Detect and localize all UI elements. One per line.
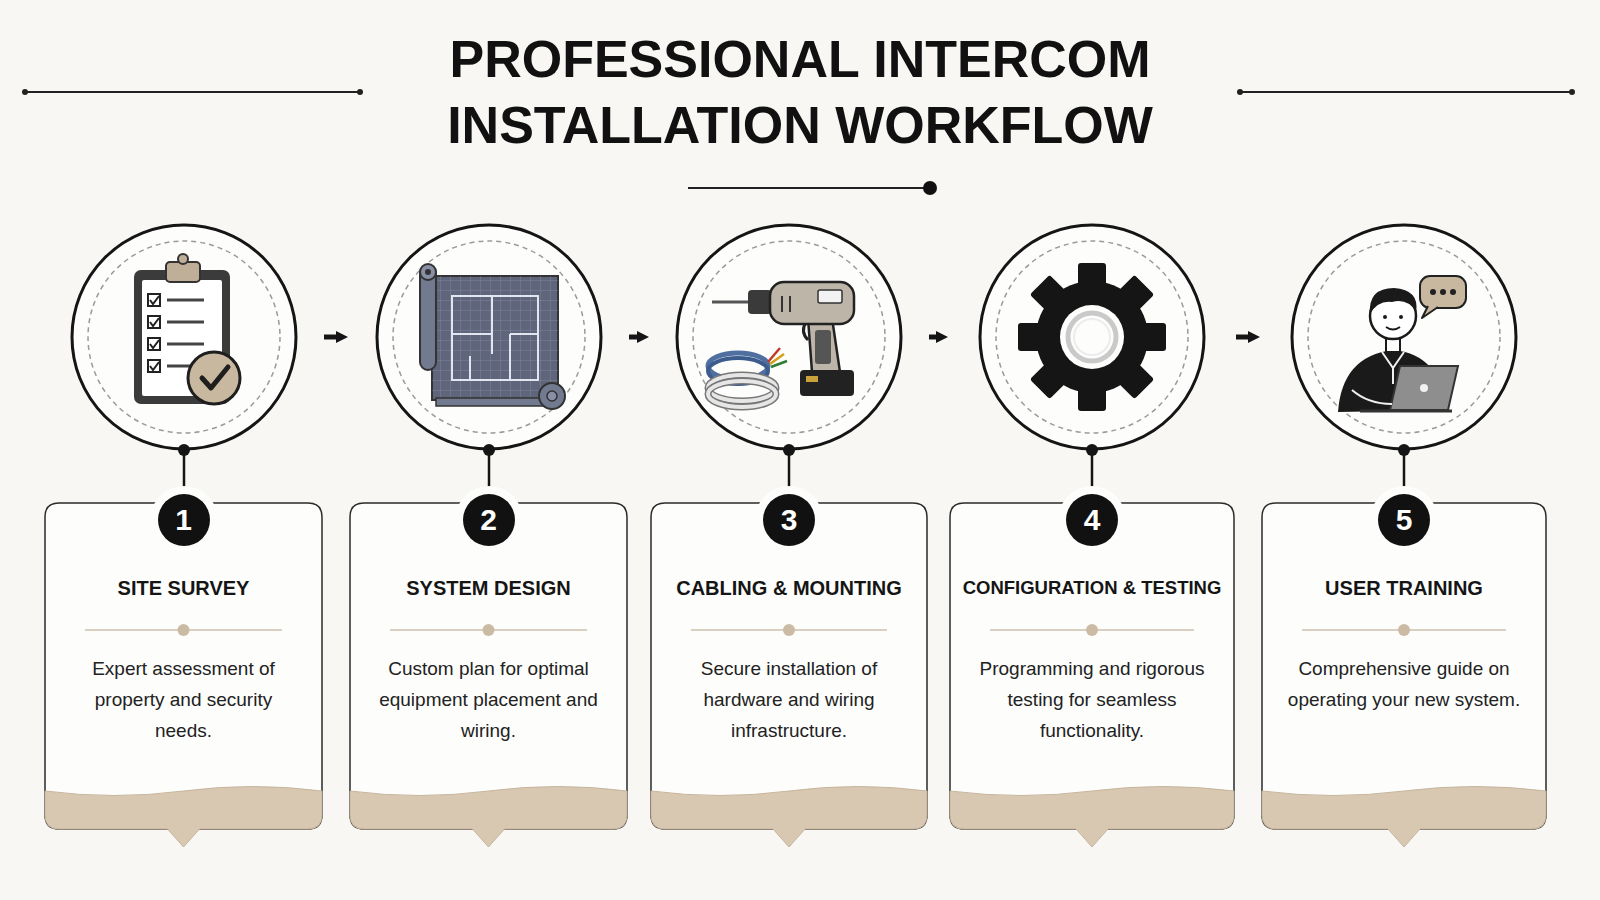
step-number: 1 [158,494,210,546]
flow-arrow [929,335,936,340]
flow-arrow [1236,335,1248,340]
step-card: 3CABLING & MOUNTING Secure installation o… [651,225,927,851]
step-card: 1SITE SURVEY Expert assessment of propert… [45,225,322,851]
step-card: 2SYSTEM DESIGN Custom plan for optimal eq… [350,225,627,851]
cable-coils [708,348,787,407]
step-heading: SYSTEM DESIGN [406,575,570,601]
flow-arrow [324,335,336,340]
step-heading: CONFIGURATION & TESTING [963,575,1222,601]
step-heading: CABLING & MOUNTING [676,575,902,601]
gear-icon [1018,263,1166,411]
flow-arrow [629,335,637,340]
title: PROFESSIONAL INTERCOM INSTALLATION WORKF… [350,26,1250,158]
step-number: 3 [763,494,815,546]
person-icon [1338,276,1466,412]
step-description: Custom plan for optimal equipment placem… [370,653,607,746]
step-number: 5 [1378,494,1430,546]
step-heading: USER TRAINING [1325,575,1483,601]
step-description: Comprehensive guide on operating your ne… [1282,653,1526,715]
step-number: 2 [463,494,515,546]
step-number: 4 [1066,494,1118,546]
title-rule [25,91,360,93]
step-description: Secure installation of hardware and wiri… [671,653,907,746]
title-rule [1240,91,1572,93]
clipboard-icon [134,254,240,404]
step-description: Expert assessment of property and securi… [65,653,302,746]
blueprint-icon [420,264,565,409]
title-underline [688,187,930,189]
step-card: 4CONFIGURATION & TESTING Programming and … [950,225,1234,851]
step-description: Programming and rigorous testing for sea… [970,653,1214,746]
step-card: 5USER TRAINING Comprehensive guide on ope… [1262,225,1546,851]
step-heading: SITE SURVEY [118,575,250,601]
icon-circles [72,225,1516,494]
